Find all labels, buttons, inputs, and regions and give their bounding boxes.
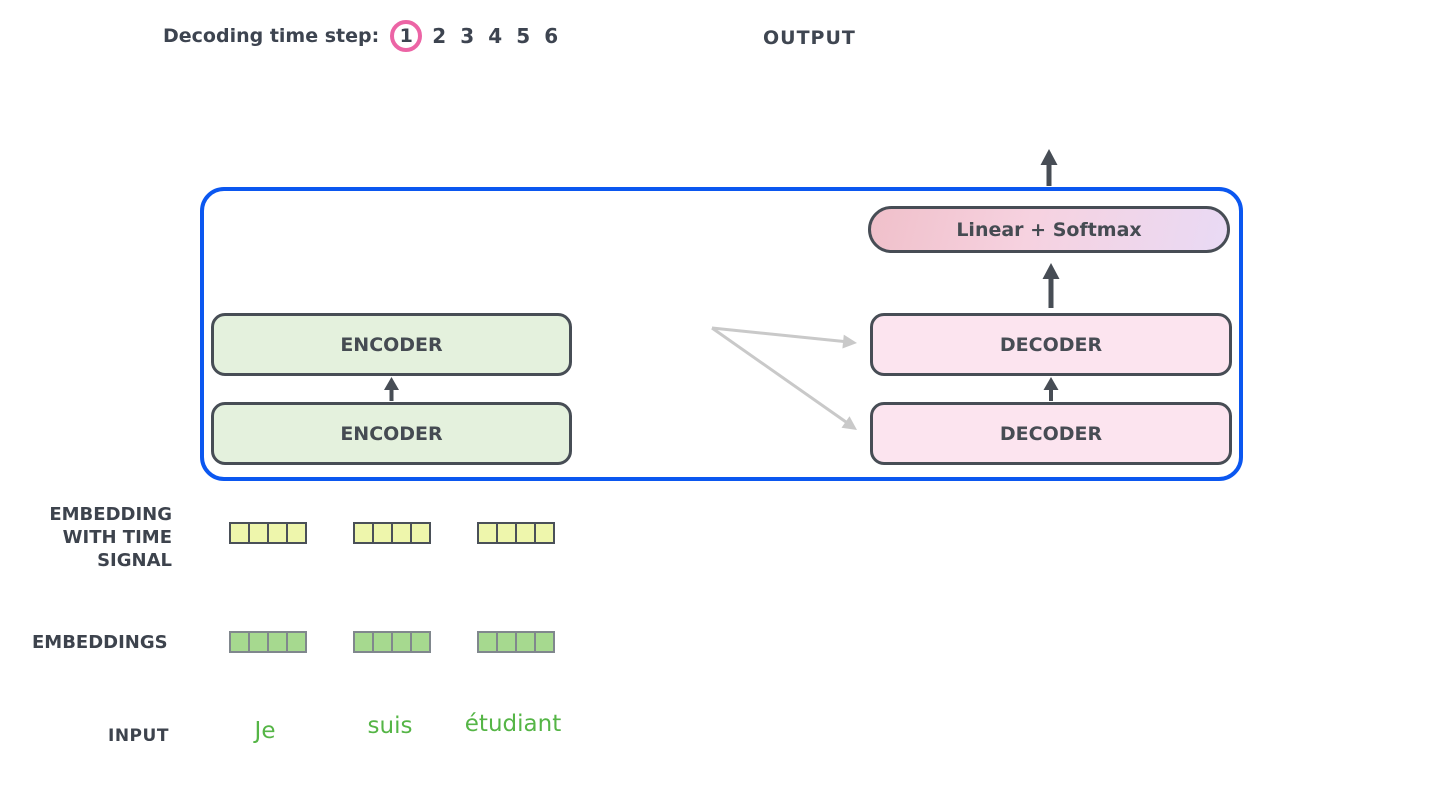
embedding-time-line-2: WITH TIME [62,527,172,548]
embedding-vector-1 [229,631,307,653]
time-signal-vector-2 [353,522,431,544]
step-3[interactable]: 3 [460,24,475,48]
vector-cell [372,631,393,653]
encoder-block-top: ENCODER [211,313,572,376]
vector-cell [372,522,393,544]
decoder-block-top: DECODER [870,313,1232,376]
decoding-time-step-label: Decoding time step: [163,25,380,47]
vector-cell [496,522,517,544]
vector-cell [229,631,250,653]
linear-to-output-arrow [1040,149,1058,186]
vector-cell [248,631,269,653]
embedding-vector-2 [353,631,431,653]
vector-cell [267,631,288,653]
encoder-block-bottom: ENCODER [211,402,572,465]
decoding-time-step-row: Decoding time step: 1 2 3 4 5 6 [163,18,565,54]
vector-cell [353,631,374,653]
time-signal-vector-3 [477,522,555,544]
linear-softmax-block: Linear + Softmax [868,206,1230,253]
decoder-block-bottom: DECODER [870,402,1232,465]
step-4[interactable]: 4 [488,24,503,48]
time-signal-vector-1 [229,522,307,544]
input-label: INPUT [108,726,169,746]
vector-cell [248,522,269,544]
vector-cell [515,631,536,653]
vector-cell [477,631,498,653]
step-6[interactable]: 6 [544,24,559,48]
input-token-suis: suis [367,713,413,739]
embeddings-label: EMBEDDINGS [32,632,168,653]
embedding-time-line-3: SIGNAL [97,550,172,571]
input-token-je: Je [254,718,276,744]
input-token-etudiant: étudiant [464,711,562,737]
vector-cell [353,522,374,544]
vector-cell [391,522,412,544]
step-1-active[interactable]: 1 [390,20,423,52]
vector-cell [229,522,250,544]
vector-cell [477,522,498,544]
vector-cell [286,522,307,544]
step-2[interactable]: 2 [432,24,447,48]
embedding-vector-3 [477,631,555,653]
vector-cell [267,522,288,544]
vector-cell [496,631,517,653]
embedding-time-line-1: EMBEDDING [49,504,172,525]
vector-cell [391,631,412,653]
vector-cell [515,522,536,544]
transformer-boundary [200,187,1243,481]
vector-cell [534,631,555,653]
step-5[interactable]: 5 [516,24,531,48]
output-label: OUTPUT [763,27,856,49]
vector-cell [410,522,431,544]
vector-cell [534,522,555,544]
vector-cell [410,631,431,653]
embedding-with-time-signal-label: EMBEDDING WITH TIME SIGNAL [20,503,172,572]
vector-cell [286,631,307,653]
